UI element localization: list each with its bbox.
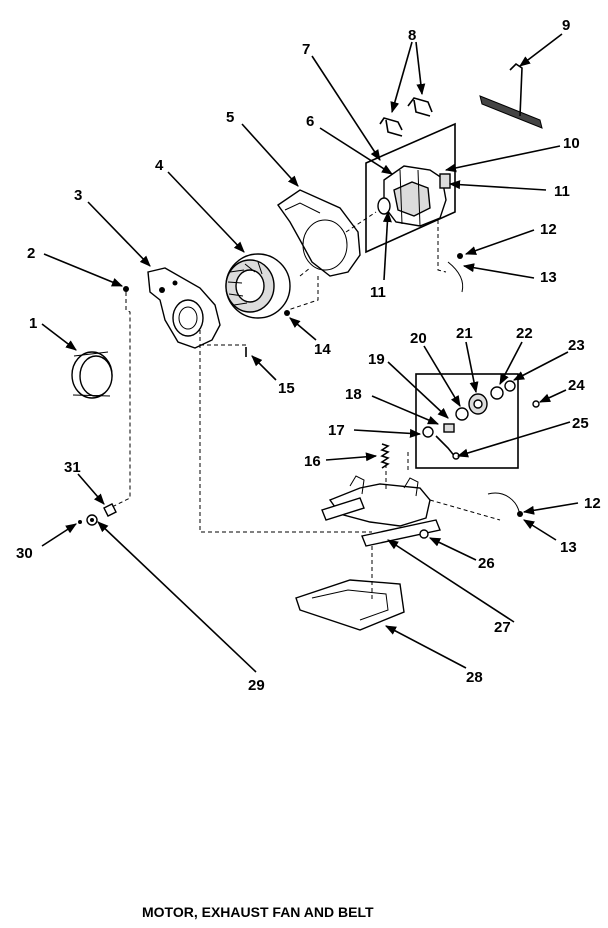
part-housing-plate (147, 267, 221, 349)
part-hardware-30 (78, 520, 82, 524)
callout-labels: 1 2 3 4 5 6 7 8 9 10 11 11 12 12 13 13 1… (16, 17, 601, 694)
part-idler-assembly (415, 373, 540, 469)
part-screw-2 (123, 286, 129, 292)
callout-7: 7 (302, 41, 310, 58)
callout-11-b: 11 (370, 284, 386, 301)
callout-6: 6 (306, 113, 314, 130)
part-fan-wheel (225, 253, 291, 319)
callout-16: 16 (304, 453, 321, 470)
part-blower-shroud (277, 189, 361, 277)
callout-23: 23 (568, 337, 585, 354)
part-ring (71, 351, 113, 399)
callout-25: 25 (572, 415, 589, 432)
part-belt (479, 62, 543, 129)
callout-30: 30 (16, 545, 33, 562)
leader-lines (41, 33, 579, 673)
callout-20: 20 (410, 330, 427, 347)
callout-17: 17 (328, 422, 345, 439)
part-motor (377, 165, 451, 227)
part-motor-bracket-box (365, 122, 456, 254)
part-hardware-29 (86, 514, 98, 526)
callout-13-a: 13 (540, 269, 557, 286)
callout-14: 14 (314, 341, 331, 358)
callout-31: 31 (64, 459, 81, 476)
callout-1: 1 (29, 315, 37, 332)
part-screw-14 (284, 310, 290, 316)
callout-9: 9 (562, 17, 570, 34)
callout-19: 19 (368, 351, 385, 368)
callout-21: 21 (456, 325, 473, 342)
part-clip-lower (487, 492, 523, 517)
callout-24: 24 (568, 377, 585, 394)
callout-3: 3 (74, 187, 82, 204)
callout-15: 15 (278, 380, 295, 397)
callout-27: 27 (494, 619, 511, 636)
callout-22: 22 (516, 325, 533, 342)
part-motor-mount (321, 475, 441, 547)
alignment-lines (109, 211, 501, 600)
callout-8: 8 (408, 27, 416, 44)
callout-12-a: 12 (540, 221, 557, 238)
callout-28: 28 (466, 669, 483, 686)
part-clips (379, 97, 433, 137)
callout-10: 10 (563, 135, 580, 152)
part-spring (380, 443, 390, 469)
callout-2: 2 (27, 245, 35, 262)
diagram-caption: MOTOR, EXHAUST FAN AND BELT (142, 904, 374, 920)
callout-4: 4 (155, 157, 164, 174)
callout-12-b: 12 (584, 495, 601, 512)
part-base-plate (295, 579, 405, 631)
callout-26: 26 (478, 555, 495, 572)
callout-29: 29 (248, 677, 265, 694)
part-clip-upper (447, 253, 464, 293)
callout-5: 5 (226, 109, 234, 126)
callout-18: 18 (345, 386, 362, 403)
callout-13-b: 13 (560, 539, 577, 556)
callout-11-a: 11 (554, 183, 570, 200)
